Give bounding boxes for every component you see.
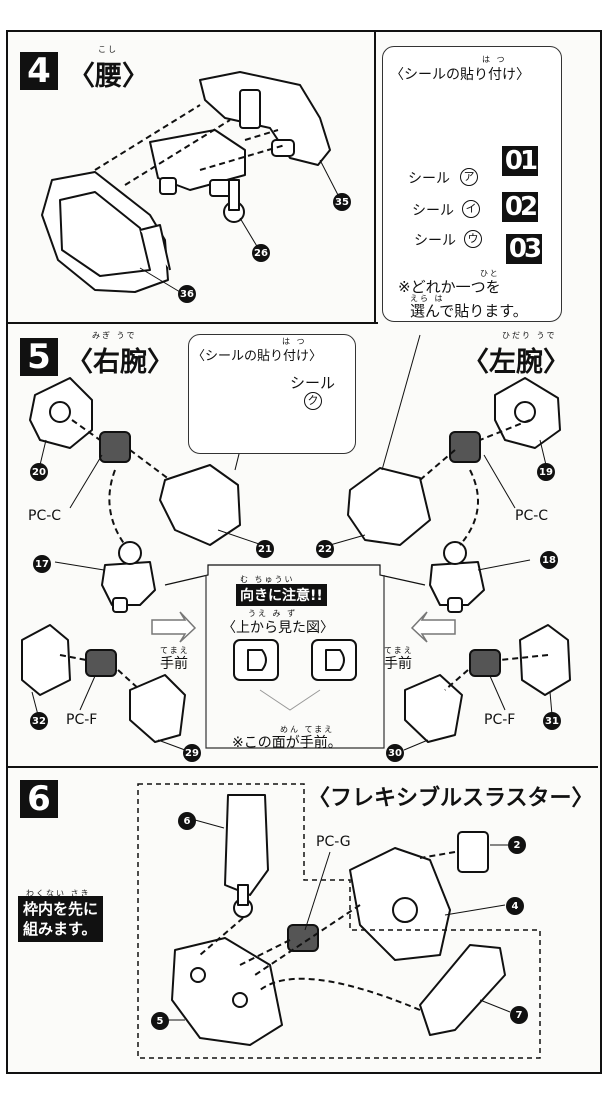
sticker-note-ruby-1: ひと bbox=[480, 269, 500, 278]
step5-right-title: 〈右腕〉 bbox=[66, 347, 174, 378]
sticker-row-2-mark: イ bbox=[462, 200, 480, 218]
warning-ruby: む ちゅうい bbox=[240, 575, 295, 584]
top-view-ruby: うえ み ず bbox=[248, 609, 298, 618]
label-pc-g: PC-G bbox=[316, 834, 351, 850]
step-number-4: 4 bbox=[20, 51, 58, 91]
part-number-35: 35 bbox=[333, 193, 351, 211]
sticker-row-1-label: シール bbox=[408, 171, 450, 187]
part-number-7: 7 bbox=[510, 1006, 528, 1024]
sticker-row-1-mark: ア bbox=[460, 168, 478, 186]
label-pc-f-left: PC-F bbox=[484, 712, 516, 728]
sticker-arm-mark: ク bbox=[304, 392, 322, 410]
label-pc-c-left: PC-C bbox=[515, 508, 549, 524]
warning-label: 向きに注意!! bbox=[236, 584, 327, 606]
step5-right-ruby: みぎ うで bbox=[92, 331, 137, 340]
part-number-30: 30 bbox=[386, 744, 404, 762]
sticker-note-line-2: 選んで貼ります。 bbox=[410, 302, 528, 320]
step-number-5: 5 bbox=[20, 337, 58, 377]
step6-title: 〈フレキシブルスラスター〉 bbox=[308, 786, 594, 811]
part-number-21: 21 bbox=[256, 540, 274, 558]
divider-5-6 bbox=[8, 766, 598, 768]
front-label-right: 手前 bbox=[160, 656, 188, 672]
step6-note-line-2: 組みます。 bbox=[23, 920, 97, 938]
step5-left-title: 〈左腕〉 bbox=[462, 347, 570, 378]
sticker-code-02: 02 bbox=[502, 192, 538, 222]
sticker-box-top-title: 〈シールの貼り付け〉 bbox=[390, 67, 530, 83]
part-number-5: 5 bbox=[151, 1012, 169, 1030]
part-number-18: 18 bbox=[540, 551, 558, 569]
part-number-19: 19 bbox=[537, 463, 555, 481]
part-number-4: 4 bbox=[506, 897, 524, 915]
sticker-code-03: 03 bbox=[506, 234, 542, 264]
part-number-6: 6 bbox=[178, 812, 196, 830]
part-number-22: 22 bbox=[316, 540, 334, 558]
face-note: ※この面が手前。 bbox=[232, 735, 342, 751]
label-pc-c-right: PC-C bbox=[28, 508, 62, 524]
step6-note-ruby: わくない さき bbox=[26, 889, 91, 898]
part-number-20: 20 bbox=[30, 463, 48, 481]
divider-4-5 bbox=[8, 322, 378, 324]
part-number-36: 36 bbox=[178, 285, 196, 303]
sticker-row-3-label: シール bbox=[414, 233, 456, 249]
part-number-32: 32 bbox=[30, 712, 48, 730]
step6-note-line-1: 枠内を先に bbox=[23, 900, 99, 918]
sticker-row-3-mark: ウ bbox=[464, 230, 482, 248]
sticker-box-arm-ruby: は つ bbox=[282, 337, 307, 346]
step6-note: 枠内を先に 組みます。 bbox=[18, 896, 104, 942]
sticker-box-arm-title: 〈シールの貼り付け〉 bbox=[192, 349, 323, 364]
sticker-box-arm bbox=[188, 334, 356, 454]
step-number-6: 6 bbox=[20, 779, 58, 819]
divider-step4-right bbox=[374, 30, 376, 322]
sticker-row-2-label: シール bbox=[412, 203, 454, 219]
front-label-left: 手前 bbox=[384, 656, 412, 672]
sticker-arm-label: シール bbox=[290, 374, 336, 392]
part-number-2: 2 bbox=[508, 836, 526, 854]
sticker-code-01: 01 bbox=[502, 146, 538, 176]
part-number-26: 26 bbox=[252, 244, 270, 262]
front-ruby-right: てまえ bbox=[160, 646, 190, 655]
top-view-label: 〈上から見た図〉 bbox=[222, 620, 334, 636]
sticker-box-top-ruby: は つ bbox=[482, 55, 507, 64]
part-number-31: 31 bbox=[543, 712, 561, 730]
sticker-note-line-1: ※どれか一つを bbox=[398, 278, 501, 296]
part-number-17: 17 bbox=[33, 555, 51, 573]
part-number-29: 29 bbox=[183, 744, 201, 762]
face-note-ruby: めん てまえ bbox=[280, 725, 335, 734]
front-ruby-left: てまえ bbox=[384, 646, 414, 655]
step5-left-ruby: ひだり うで bbox=[502, 331, 557, 340]
step4-title: 〈腰〉 bbox=[68, 61, 149, 92]
sticker-note-ruby-2: えら は bbox=[410, 294, 445, 303]
step4-ruby: こし bbox=[98, 45, 118, 54]
label-pc-f-right: PC-F bbox=[66, 712, 98, 728]
